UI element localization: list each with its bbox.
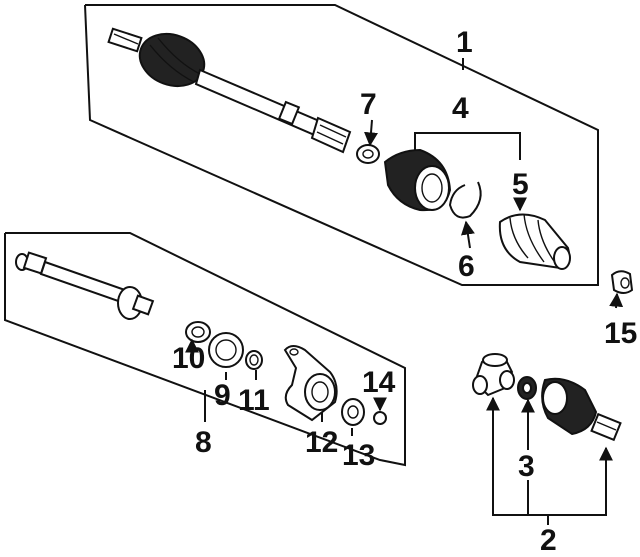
callout-1: 1 [456,26,473,59]
part-11-ring [245,350,263,370]
lower-axle-shaft [15,251,155,320]
part-12-bracket [283,345,338,422]
callout-5: 5 [512,168,529,201]
callout-10: 10 [172,342,205,375]
callout-4: 4 [452,92,469,125]
callout-12: 12 [305,426,338,459]
part-4-boot [383,148,452,212]
callout-9: 9 [214,379,231,412]
part-7-clip [356,144,380,164]
callout-13: 13 [342,439,375,472]
part-6-clamp [448,181,482,219]
part-10-clip [185,321,211,343]
callout-labels: 1 7 4 5 6 15 10 9 11 14 8 12 13 3 2 [172,26,637,557]
callout-7: 7 [360,88,377,121]
part-9-bearing [208,332,244,368]
part-15-nut [610,270,634,294]
upper-assembly-outline [84,4,599,286]
callout-11: 11 [238,384,270,417]
callout-3: 3 [518,450,535,483]
upper-axle-shaft [107,27,352,154]
part-14-clip [373,411,387,425]
callout-6: 6 [458,250,475,283]
callout-8: 8 [195,426,212,459]
callout-14: 14 [362,366,396,399]
leader-lines [185,58,624,525]
part-13-seal [341,398,365,426]
inner-cv-joint [472,353,622,442]
part-5-boot [498,213,571,270]
callout-2: 2 [540,524,557,557]
lower-left-assembly-outline [4,232,406,467]
callout-15: 15 [604,317,637,350]
